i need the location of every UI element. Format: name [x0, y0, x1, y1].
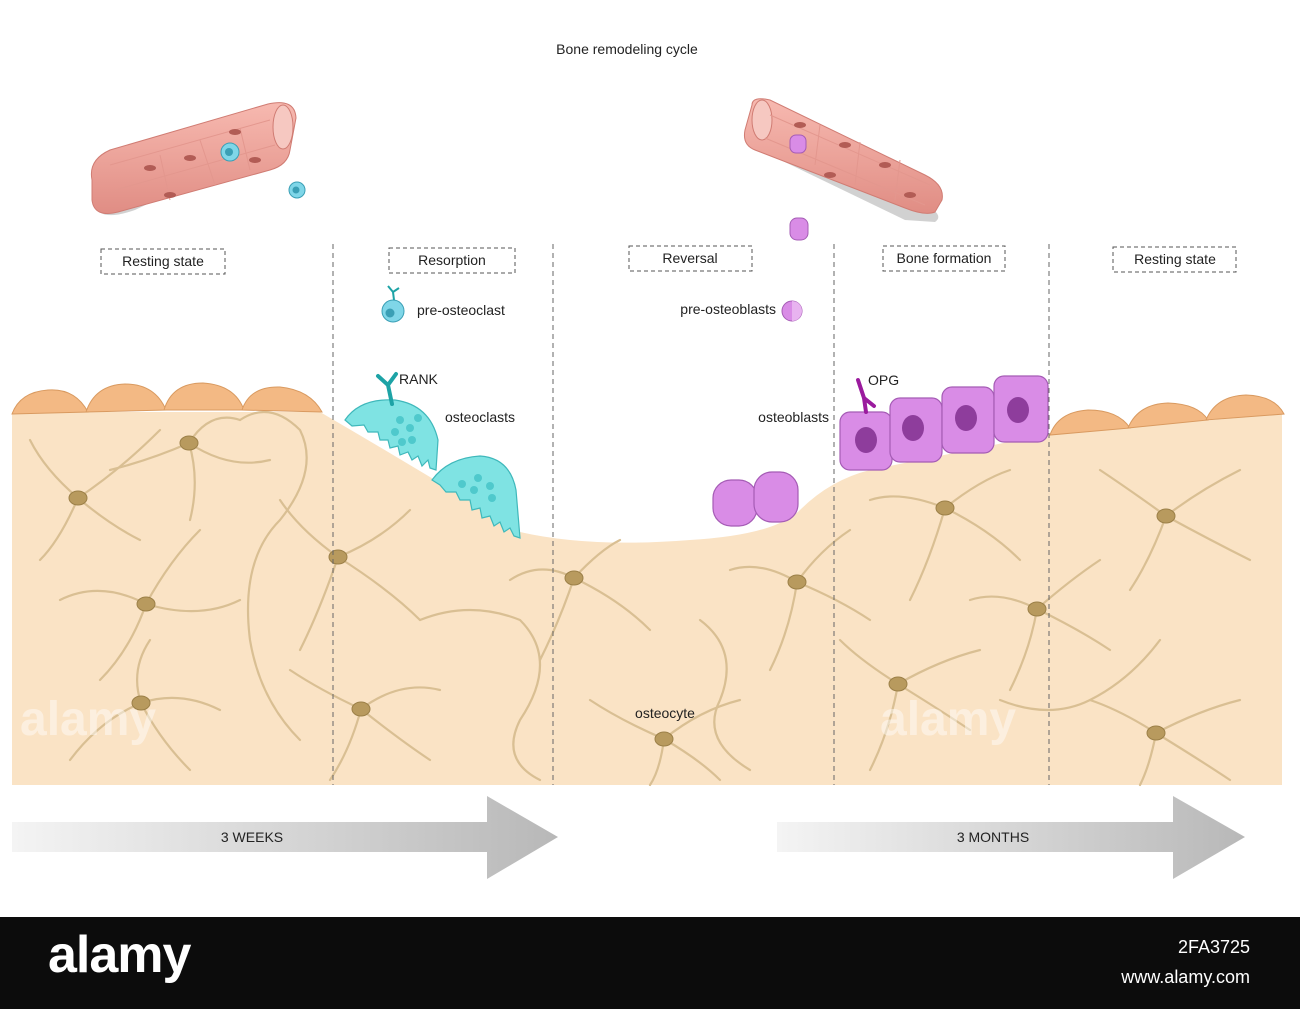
svg-text:Resting state: Resting state — [1134, 251, 1216, 267]
opg-receptor — [856, 378, 876, 414]
pre-osteoclast-cell — [381, 285, 405, 323]
duration-arrow-months: 3 MONTHS — [777, 796, 1245, 879]
circulating-precursor-left — [288, 181, 306, 199]
label-pre-osteoclast: pre-osteoclast — [417, 302, 505, 318]
stock-footer-bar: alamy 2FA3725 www.alamy.com — [0, 917, 1300, 1009]
duration-arrow-weeks: 3 WEEKS — [12, 796, 558, 879]
phase-dividers — [332, 244, 1050, 785]
lining-cells-left — [11, 382, 323, 415]
label-pre-osteoblasts: pre-osteoblasts — [680, 301, 776, 317]
duration-weeks-label: 3 WEEKS — [221, 829, 283, 845]
phase-label-resting-1: Resting state — [100, 248, 226, 275]
circulating-preosteoblast — [789, 217, 809, 241]
phase-label-reversal: Reversal — [628, 245, 753, 272]
osteoclast-2 — [431, 455, 521, 539]
bone-matrix — [12, 412, 1282, 785]
canaliculi-network — [28, 410, 1252, 787]
label-osteocyte: osteocyte — [635, 705, 695, 721]
label-osteoblasts: osteoblasts — [758, 409, 829, 425]
phase-label-bone-formation: Bone formation — [882, 245, 1006, 272]
phase-label-resorption: Resorption — [388, 247, 516, 274]
svg-text:alamy: alamy — [880, 693, 1016, 746]
alamy-logo: alamy — [48, 926, 191, 984]
duration-months-label: 3 MONTHS — [957, 829, 1029, 845]
lining-cells-right — [1049, 394, 1285, 436]
blood-vessel-right — [744, 98, 943, 222]
osteoblasts-reversal — [712, 471, 799, 527]
svg-text:Resorption: Resorption — [418, 252, 486, 268]
svg-text:alamy: alamy — [20, 693, 156, 746]
svg-text:Reversal: Reversal — [662, 250, 717, 266]
watermark: alamy alamy — [20, 693, 1016, 746]
blood-vessel-left — [90, 102, 297, 216]
osteoblasts-formation — [839, 375, 1049, 471]
label-osteoclasts: osteoclasts — [445, 409, 515, 425]
diagram-title: Bone remodeling cycle — [556, 41, 698, 57]
bone-remodeling-diagram: Bone remodeling cycle — [11, 41, 1285, 879]
osteocytes — [68, 435, 1176, 747]
phase-label-resting-2: Resting state — [1112, 246, 1237, 273]
svg-text:Bone formation: Bone formation — [897, 250, 992, 266]
pre-osteoblast-cell — [781, 300, 803, 322]
label-rank: RANK — [399, 371, 439, 387]
osteoclast-1 — [344, 399, 439, 471]
site-url: www.alamy.com — [1121, 967, 1250, 987]
svg-text:Resting state: Resting state — [122, 253, 204, 269]
label-opg: OPG — [868, 372, 899, 388]
image-code: 2FA3725 — [1177, 937, 1250, 957]
rank-receptor — [376, 372, 398, 406]
